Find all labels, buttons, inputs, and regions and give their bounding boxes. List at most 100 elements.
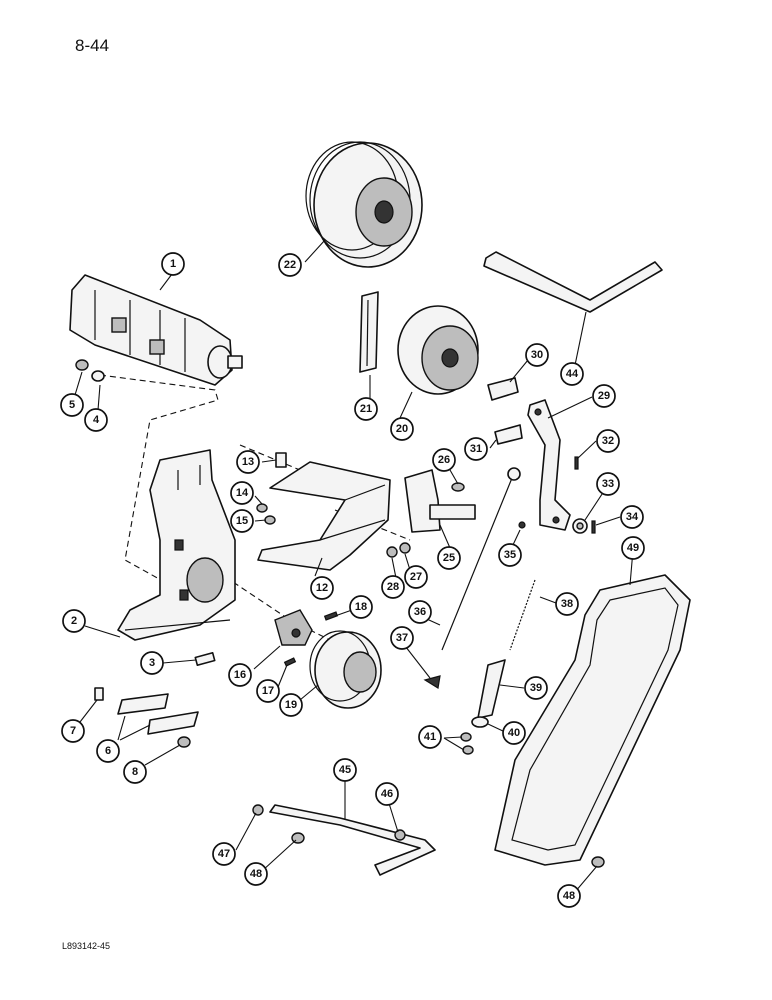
- callout-21: 21: [354, 397, 378, 421]
- callout-36: 36: [408, 600, 432, 624]
- callout-22: 22: [278, 253, 302, 277]
- svg-text:20: 20: [396, 423, 408, 435]
- svg-text:48: 48: [563, 890, 575, 902]
- svg-text:49: 49: [627, 542, 639, 554]
- belt-segment-part: [359, 291, 379, 373]
- svg-text:8: 8: [132, 766, 138, 778]
- callout-7: 7: [61, 719, 85, 743]
- callout-12: 12: [310, 576, 334, 600]
- svg-text:25: 25: [443, 552, 455, 564]
- callout-46: 46: [375, 782, 399, 806]
- callout-29: 29: [592, 384, 616, 408]
- svg-text:39: 39: [530, 682, 542, 694]
- shaft-bracket-part: [404, 469, 476, 533]
- callout-31: 31: [464, 437, 488, 461]
- svg-text:19: 19: [285, 699, 297, 711]
- support-bracket-part: [257, 461, 391, 571]
- svg-text:28: 28: [387, 581, 399, 593]
- hydraulic-pump-part: [69, 274, 243, 386]
- bolt-part: [194, 652, 216, 666]
- svg-text:26: 26: [438, 454, 450, 466]
- callout-20: 20: [390, 417, 414, 441]
- callout-38: 38: [555, 592, 579, 616]
- svg-text:12: 12: [316, 582, 328, 594]
- callout-3: 3: [140, 651, 164, 675]
- svg-text:45: 45: [339, 764, 351, 776]
- callout-25: 25: [437, 546, 461, 570]
- callout-27: 27: [404, 565, 428, 589]
- svg-text:40: 40: [508, 727, 520, 739]
- shim-plates-part: [117, 693, 199, 735]
- svg-text:34: 34: [626, 511, 639, 523]
- svg-text:46: 46: [381, 788, 393, 800]
- svg-text:31: 31: [470, 443, 482, 455]
- svg-text:17: 17: [262, 685, 274, 697]
- callout-39: 39: [524, 676, 548, 700]
- callout-19: 19: [279, 693, 303, 717]
- callout-37: 37: [390, 626, 414, 650]
- callout-6: 6: [96, 739, 120, 763]
- callout-45: 45: [333, 758, 357, 782]
- large-pulley-part: [305, 141, 423, 268]
- callout-13: 13: [236, 450, 260, 474]
- callout-15: 15: [230, 509, 254, 533]
- page-number: 8-44: [75, 36, 110, 55]
- svg-text:44: 44: [566, 368, 579, 380]
- svg-text:30: 30: [531, 349, 543, 361]
- svg-text:29: 29: [598, 390, 610, 402]
- svg-text:2: 2: [71, 615, 77, 627]
- callout-34: 34: [620, 505, 644, 529]
- mounting-bracket-part: [117, 449, 236, 641]
- callout-1: 1: [161, 252, 185, 276]
- idler-pulley-part: [397, 305, 479, 395]
- svg-text:1: 1: [170, 258, 176, 270]
- callout-17: 17: [256, 679, 280, 703]
- svg-text:35: 35: [504, 549, 516, 561]
- svg-text:14: 14: [236, 487, 249, 499]
- small-fasteners-left: [256, 452, 465, 558]
- svg-text:41: 41: [424, 731, 436, 743]
- pins-parts: [487, 377, 523, 445]
- lever-arm-part: [527, 399, 571, 531]
- callout-5: 5: [60, 393, 84, 417]
- callout-49: 49: [621, 536, 645, 560]
- callout-41: 41: [418, 725, 442, 749]
- belt-guard-part: [494, 574, 691, 866]
- svg-text:27: 27: [410, 571, 422, 583]
- callout-2: 2: [62, 609, 86, 633]
- callout-35: 35: [498, 543, 522, 567]
- rod-end-part: [423, 675, 441, 689]
- callout-48-right: 48: [557, 884, 581, 908]
- svg-text:4: 4: [93, 414, 100, 426]
- spring-tube-part: [477, 659, 506, 719]
- callout-47: 47: [212, 842, 236, 866]
- callout-4: 4: [84, 408, 108, 432]
- svg-text:32: 32: [602, 435, 614, 447]
- upper-bracket-part: [483, 251, 663, 313]
- callout-30: 30: [525, 343, 549, 367]
- callout-32: 32: [596, 429, 620, 453]
- svg-text:3: 3: [149, 657, 155, 669]
- callout-18: 18: [349, 595, 373, 619]
- callout-28: 28: [381, 575, 405, 599]
- bolt-nut-parts: [75, 359, 191, 748]
- svg-text:38: 38: [561, 598, 573, 610]
- svg-text:5: 5: [69, 399, 75, 411]
- svg-text:47: 47: [218, 848, 230, 860]
- callout-44: 44: [560, 362, 584, 386]
- small-fasteners-right: [518, 456, 596, 534]
- svg-text:13: 13: [242, 456, 254, 468]
- svg-text:21: 21: [360, 403, 372, 415]
- svg-text:15: 15: [236, 515, 248, 527]
- svg-text:33: 33: [602, 478, 614, 490]
- washers-parts: [460, 716, 489, 755]
- svg-text:7: 7: [70, 725, 76, 737]
- callout-16: 16: [228, 663, 252, 687]
- svg-text:22: 22: [284, 259, 296, 271]
- svg-text:6: 6: [105, 745, 111, 757]
- callout-8: 8: [123, 760, 147, 784]
- svg-text:48: 48: [250, 868, 262, 880]
- taper-hub-part: [274, 609, 339, 667]
